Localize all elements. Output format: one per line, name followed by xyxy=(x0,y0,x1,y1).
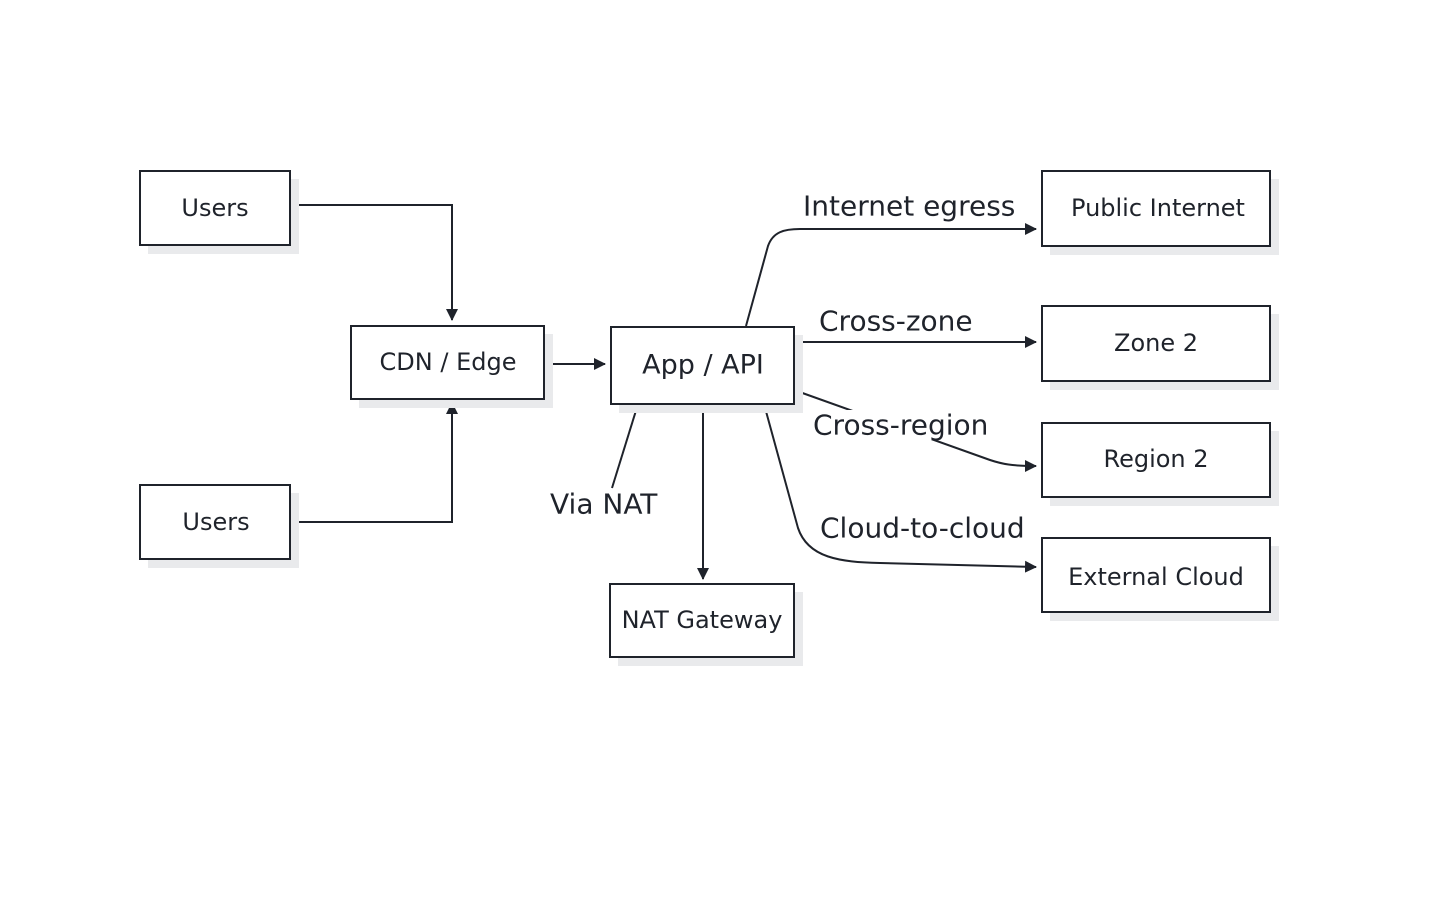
node-region2-label: Region 2 xyxy=(1103,445,1208,473)
edge-users-top-to-cdn xyxy=(290,204,458,321)
edge-app-to-region2 xyxy=(793,389,1037,472)
edge-app-to-public-internet xyxy=(745,223,1037,327)
node-app-api[interactable]: App / API xyxy=(610,326,803,413)
node-cdn-edge[interactable]: CDN / Edge xyxy=(350,325,553,408)
node-users-top-label: Users xyxy=(181,194,248,222)
node-users-top[interactable]: Users xyxy=(139,170,299,254)
node-external-cloud[interactable]: External Cloud xyxy=(1041,537,1279,621)
node-public-internet-label: Public Internet xyxy=(1071,194,1245,222)
label-cloud-to-cloud: Cloud-to-cloud xyxy=(820,512,1025,545)
label-internet-egress: Internet egress xyxy=(803,190,1015,223)
node-users-bottom-label: Users xyxy=(182,508,249,536)
node-zone2-label: Zone 2 xyxy=(1114,329,1198,357)
label-cross-region-bg xyxy=(812,410,978,440)
node-external-cloud-label: External Cloud xyxy=(1068,563,1244,591)
edge-labels: Internet egress Cross-zone Cross-region … xyxy=(550,190,1025,545)
node-zone2[interactable]: Zone 2 xyxy=(1041,305,1279,390)
node-users-bottom[interactable]: Users xyxy=(139,484,299,568)
node-nat-gateway[interactable]: NAT Gateway xyxy=(609,583,803,666)
node-public-internet[interactable]: Public Internet xyxy=(1041,170,1279,255)
node-region2[interactable]: Region 2 xyxy=(1041,422,1279,506)
node-cdn-edge-label: CDN / Edge xyxy=(380,348,517,376)
node-nat-gateway-label: NAT Gateway xyxy=(622,606,783,634)
edge-users-bottom-to-cdn xyxy=(290,402,458,523)
label-via-nat: Via NAT xyxy=(550,488,658,521)
edge-app-to-external-cloud xyxy=(763,403,1037,573)
label-cross-zone: Cross-zone xyxy=(819,305,973,338)
edge-app-to-nat-label-leader xyxy=(611,403,639,489)
edges xyxy=(290,204,1037,580)
label-cross-region: Cross-region xyxy=(813,409,988,442)
nodes: Users Users CDN / Edge App / API NAT Gat… xyxy=(139,170,1279,666)
node-app-api-label: App / API xyxy=(642,350,764,381)
